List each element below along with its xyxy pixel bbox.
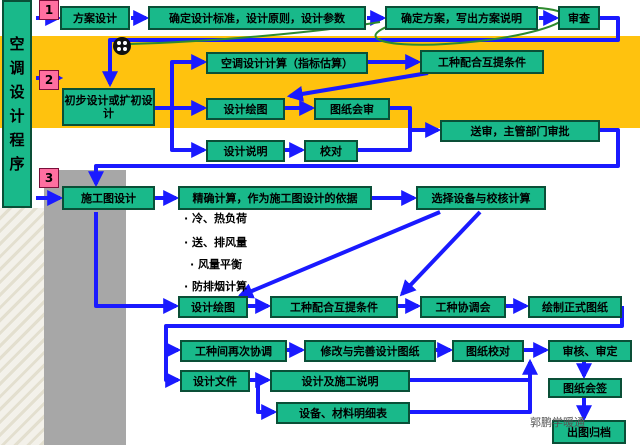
node-drawing-review-1: 图纸会审 [314, 98, 390, 120]
title-char: 设 [9, 83, 25, 101]
node-review-1: 审查 [558, 6, 600, 30]
node-drawing-proofread: 图纸校对 [452, 340, 524, 362]
background-pattern-strip [0, 208, 44, 445]
title-char: 计 [9, 107, 25, 125]
node-proofread-1: 校对 [304, 140, 358, 162]
calc-item: · 送、排风量 [184, 236, 248, 249]
node-equipment-list: 设备、材料明细表 [276, 402, 410, 424]
node-design-drawing-1: 设计绘图 [206, 98, 285, 120]
title-char: 程 [9, 131, 25, 149]
node-define-scheme: 确定方案，写出方案说明 [385, 6, 538, 30]
node-design-notes-1: 设计说明 [206, 140, 285, 162]
node-submit-approval: 送审，主管部门审批 [440, 120, 600, 142]
node-archive: 出图归档 [552, 420, 626, 444]
node-define-standards: 确定设计标准，设计原则，设计参数 [148, 6, 366, 30]
title-char: 调 [9, 59, 25, 77]
node-design-files: 设计文件 [180, 370, 250, 392]
node-ac-calc: 空调设计计算（指标估算） [206, 52, 368, 74]
node-trade-coordination: 工种协调会 [420, 296, 506, 318]
node-trade-recoordination: 工种间再次协调 [180, 340, 287, 362]
title-char: 序 [9, 155, 25, 173]
node-preliminary-design: 初步设计或扩初设计 [62, 88, 155, 126]
calc-item: · 冷、热负荷 [184, 212, 248, 225]
node-precise-calc: 精确计算，作为施工图设计的依据 [178, 186, 372, 210]
node-scheme-design: 方案设计 [60, 6, 130, 30]
calc-item: · 风量平衡 [190, 258, 243, 271]
node-review-approve: 审核、审定 [548, 340, 632, 362]
node-formal-drawing: 绘制正式图纸 [528, 296, 622, 318]
calc-item: · 防排烟计算 [184, 280, 248, 293]
watermark-text: 郭鹏学暖通 [530, 416, 585, 429]
stage-number-3: 3 [39, 168, 59, 188]
title-char: 空 [9, 35, 25, 53]
node-construction-design: 施工图设计 [62, 186, 155, 210]
process-title-vertical: 空 调 设 计 程 序 [2, 0, 32, 208]
node-trade-conditions-1: 工种配合互提条件 [420, 50, 544, 74]
stage-number-2: 2 [39, 70, 59, 90]
stage-number-1: 1 [39, 0, 59, 20]
node-equipment-selection: 选择设备与校核计算 [416, 186, 546, 210]
node-design-drawing-2: 设计绘图 [178, 296, 248, 318]
node-revise-drawings: 修改与完善设计图纸 [304, 340, 436, 362]
node-drawing-signoff: 图纸会签 [548, 378, 622, 398]
node-design-construction-notes: 设计及施工说明 [270, 370, 410, 392]
node-trade-conditions-2: 工种配合互提条件 [270, 296, 398, 318]
